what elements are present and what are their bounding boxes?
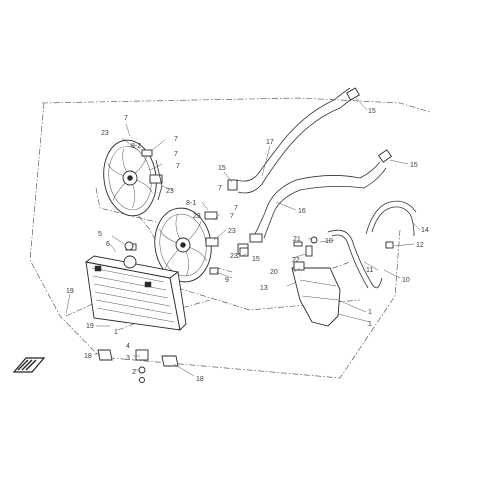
callout-1: 1 [368, 321, 372, 328]
callout-7: 7 [174, 151, 178, 158]
callout-15: 15 [252, 256, 260, 263]
callout-3: 3 [126, 355, 130, 362]
callout-1: 1 [114, 329, 118, 336]
callout-20: 20 [270, 269, 278, 276]
callout-7: 7 [176, 163, 180, 170]
alignment-lines [29, 97, 431, 379]
callout-15: 15 [410, 162, 418, 169]
callout-7: 7 [234, 205, 238, 212]
leader-lines [65, 97, 421, 381]
callout-1: 1 [368, 309, 372, 316]
overflow-hose [327, 229, 383, 289]
callout-15: 15 [368, 108, 376, 115]
front-arrow-icon [12, 357, 46, 373]
callout-23: 23 [166, 188, 174, 195]
callout-6: 6 [106, 241, 110, 248]
callout-7: 7 [124, 115, 128, 122]
vent-hose [365, 200, 417, 249]
callout-15: 15 [218, 165, 226, 172]
callout-23: 23 [228, 228, 236, 235]
callout-19: 19 [66, 288, 74, 295]
callout-14: 14 [421, 227, 429, 234]
callout-17: 17 [266, 139, 274, 146]
callout-23: 23 [101, 130, 109, 137]
callout-18: 18 [196, 376, 204, 383]
lower-fan-assembly [154, 207, 219, 283]
callout-12: 12 [416, 242, 424, 249]
callout-8-1: 8-1 [186, 200, 196, 207]
callout-7: 7 [218, 185, 222, 192]
callout-8-2: 8-2 [131, 143, 141, 150]
callout-labels: 15 15 17 16 15 7 7 7 8-2 23 23 7 7 8-1 2… [66, 108, 429, 383]
upper-fan-assembly [103, 139, 163, 217]
callout-10: 10 [325, 238, 333, 245]
callout-4: 4 [126, 343, 130, 350]
coolant-reservoir [291, 236, 341, 327]
callout-23: 23 [193, 213, 201, 220]
callout-11: 11 [366, 267, 373, 274]
callout-13: 13 [260, 285, 268, 292]
callout-22: 22 [292, 257, 300, 264]
upper-hose [227, 87, 360, 194]
callout-7: 7 [174, 136, 178, 143]
callout-9: 9 [225, 277, 229, 284]
radiator [84, 241, 187, 331]
callout-2: 2 [132, 369, 136, 376]
callout-10: 10 [402, 277, 410, 284]
callout-21: 21 [293, 236, 301, 243]
callout-16: 16 [298, 208, 306, 215]
mounting-hardware [97, 247, 249, 383]
callout-23: 23 [230, 253, 238, 260]
callout-18: 18 [84, 353, 92, 360]
callout-19: 19 [86, 323, 94, 330]
callout-7: 7 [230, 213, 234, 220]
callout-5: 5 [98, 231, 102, 238]
